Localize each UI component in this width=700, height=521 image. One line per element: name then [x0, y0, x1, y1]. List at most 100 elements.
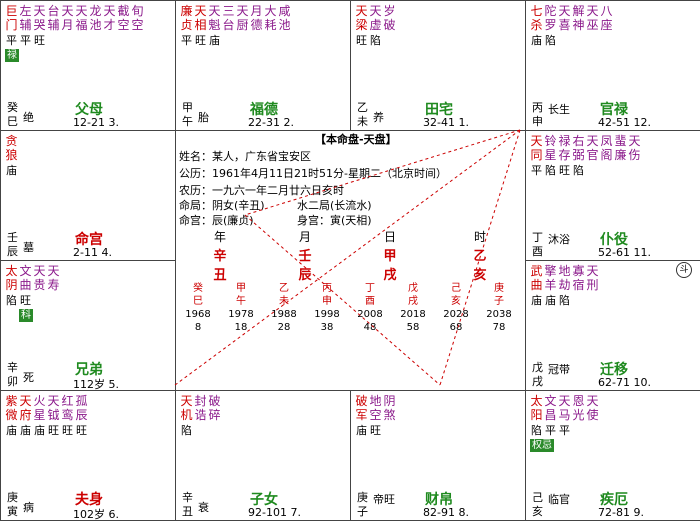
star[interactable]: 右 弼: [572, 134, 585, 162]
star[interactable]: 文 曲: [19, 264, 32, 292]
palace-name[interactable]: 疾厄: [600, 492, 628, 508]
palace-name[interactable]: 夫身: [75, 492, 103, 508]
star[interactable]: 天 才: [103, 4, 116, 32]
palace-name[interactable]: 兄弟: [75, 362, 103, 378]
star[interactable]: 封 诰: [194, 394, 207, 422]
star[interactable]: 天 刑: [586, 264, 599, 292]
star[interactable]: 太 阳: [530, 394, 543, 422]
star[interactable]: 咸 池: [278, 4, 291, 32]
star[interactable]: 左 辅: [19, 4, 32, 32]
star[interactable]: 天 同: [530, 134, 543, 162]
palace-name[interactable]: 子女: [250, 492, 278, 508]
star[interactable]: 巨 门: [5, 4, 18, 32]
age-range: 52-61 11.: [598, 246, 651, 259]
star[interactable]: 铃 星: [544, 134, 557, 162]
star[interactable]: 解 神: [572, 4, 585, 32]
star[interactable]: 文 昌: [544, 394, 557, 422]
star[interactable]: 天 伤: [628, 134, 641, 162]
star[interactable]: 龙 池: [89, 4, 102, 32]
dou-jun-marker[interactable]: 斗: [676, 262, 692, 278]
star[interactable]: 寡 宿: [572, 264, 585, 292]
star[interactable]: 天 机: [180, 394, 193, 422]
star[interactable]: 大 耗: [264, 4, 277, 32]
star[interactable]: 八 座: [600, 4, 613, 32]
star[interactable]: 天 福: [75, 4, 88, 32]
star[interactable]: 孤 辰: [75, 394, 88, 422]
star-brightness: 平: [6, 34, 17, 47]
star-brightness: 庙: [34, 424, 45, 437]
star[interactable]: 天 喜: [558, 4, 571, 32]
star[interactable]: 地 空: [369, 394, 382, 422]
star[interactable]: 岁 破: [383, 4, 396, 32]
star[interactable]: 禄 存: [558, 134, 571, 162]
star[interactable]: 天 贵: [33, 264, 46, 292]
star[interactable]: 陀 罗: [544, 4, 557, 32]
palace-gan: 己: [532, 491, 543, 504]
palace-name[interactable]: 官禄: [600, 102, 628, 118]
star[interactable]: 天 厨: [236, 4, 249, 32]
star[interactable]: 擎 羊: [544, 264, 557, 292]
palace-name[interactable]: 父母: [75, 102, 103, 118]
star[interactable]: 天 府: [19, 394, 32, 422]
star[interactable]: 红 鸾: [61, 394, 74, 422]
star[interactable]: 天 相: [194, 4, 207, 32]
star[interactable]: 火 星: [33, 394, 46, 422]
star[interactable]: 破 军: [355, 394, 368, 422]
star[interactable]: 天 巫: [586, 4, 599, 32]
star[interactable]: 凤 阁: [600, 134, 613, 162]
palace-name[interactable]: 福德: [250, 102, 278, 118]
palace-name[interactable]: 财帛: [425, 492, 453, 508]
star[interactable]: 阴 煞: [383, 394, 396, 422]
star[interactable]: 恩 光: [572, 394, 585, 422]
star[interactable]: 天 梁: [355, 4, 368, 32]
star[interactable]: 天 哭: [33, 4, 46, 32]
star[interactable]: 旬 空: [131, 4, 144, 32]
star[interactable]: 天 寿: [47, 264, 60, 292]
star[interactable]: 贪 狼: [5, 134, 18, 162]
star[interactable]: 七 杀: [530, 4, 543, 32]
dayun-age: 28: [277, 322, 291, 333]
star[interactable]: 武 曲: [530, 264, 543, 292]
star[interactable]: 三 台: [222, 4, 235, 32]
star[interactable]: 廉 贞: [180, 4, 193, 32]
palace-name[interactable]: 命宫: [75, 232, 103, 248]
star[interactable]: 月 德: [250, 4, 263, 32]
star[interactable]: 天 钺: [47, 394, 60, 422]
star[interactable]: 天 月: [61, 4, 74, 32]
star[interactable]: 蜚 廉: [614, 134, 627, 162]
star[interactable]: 太 阴: [5, 264, 18, 292]
palace-name[interactable]: 仆役: [600, 232, 628, 248]
star[interactable]: 破 碎: [208, 394, 221, 422]
star[interactable]: 紫 微: [5, 394, 18, 422]
star[interactable]: 天 虚: [369, 4, 382, 32]
palace-name[interactable]: 田宅: [425, 102, 453, 118]
palace-name[interactable]: 迁移: [600, 362, 628, 378]
star[interactable]: 截 空: [117, 4, 130, 32]
star[interactable]: 天 马: [558, 394, 571, 422]
star[interactable]: 天 使: [586, 394, 599, 422]
star[interactable]: 天 官: [586, 134, 599, 162]
star[interactable]: 天 魁: [208, 4, 221, 32]
star[interactable]: 台 辅: [47, 4, 60, 32]
star[interactable]: 地 劫: [558, 264, 571, 292]
